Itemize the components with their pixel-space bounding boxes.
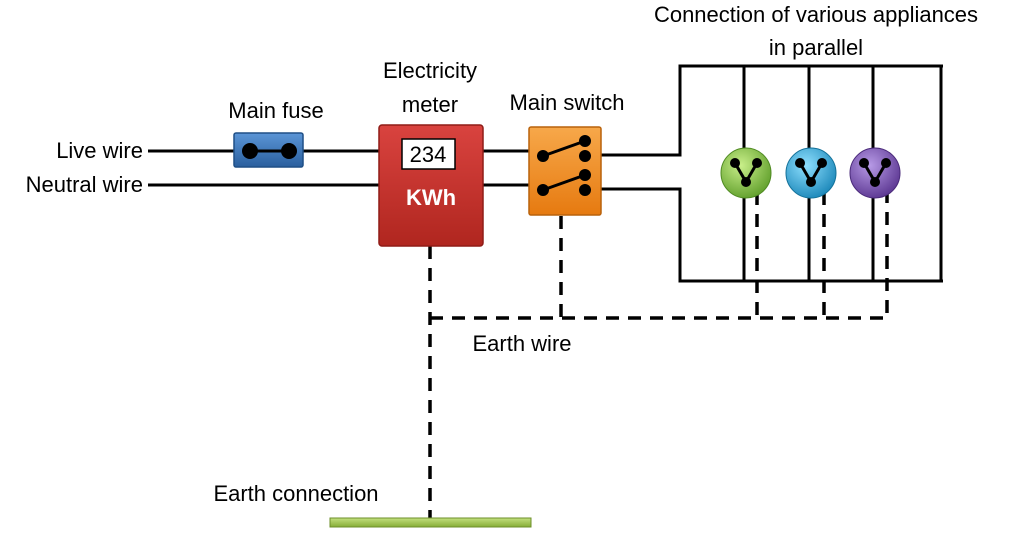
main-switch <box>528 126 602 216</box>
main-fuse <box>233 132 304 168</box>
appliance-3 <box>849 147 901 199</box>
earth-wire-label: Earth wire <box>472 331 571 356</box>
earth-plate <box>329 517 532 528</box>
neutral-wire <box>148 183 943 283</box>
appliances-label-line2: in parallel <box>769 35 863 60</box>
appliances-label-line1: Connection of various appliances <box>654 2 978 27</box>
meter-display <box>401 138 456 170</box>
meter-unit: KWh <box>406 185 456 210</box>
appliance-1 <box>720 147 772 199</box>
earth-connection-label: Earth connection <box>213 481 378 506</box>
meter-label-line2: meter <box>402 92 458 117</box>
main-switch-label: Main switch <box>510 90 625 115</box>
meter-label-line1: Electricity <box>383 58 477 83</box>
electricity-meter: 234 KWh <box>378 124 484 247</box>
meter-reading: 234 <box>410 142 447 167</box>
live-wire <box>148 64 943 157</box>
parallel-branches <box>742 66 943 281</box>
main-fuse-label: Main fuse <box>228 98 323 123</box>
appliance-2 <box>785 147 837 199</box>
live-wire-label: Live wire <box>56 138 143 163</box>
neutral-wire-label: Neutral wire <box>26 172 143 197</box>
earth-wire-path <box>428 192 889 518</box>
